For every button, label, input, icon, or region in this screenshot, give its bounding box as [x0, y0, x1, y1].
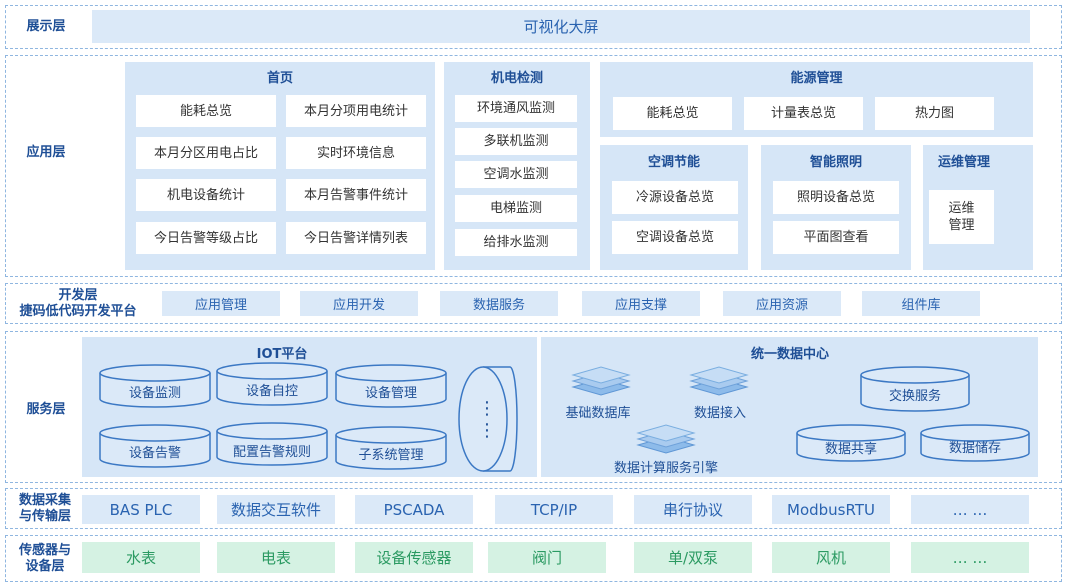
service-layer-label: 服务层: [26, 402, 66, 417]
dev-item[interactable]: 应用开发: [300, 291, 418, 316]
cylinder-icon[interactable]: [860, 366, 970, 412]
dev-layer-label-line2: 捷码低代码开发平台: [19, 304, 137, 319]
lighting-item[interactable]: 照明设备总览: [773, 181, 899, 214]
dev-item[interactable]: 应用支撑: [582, 291, 700, 316]
sensor-layer-label: 传感器与 设备层: [8, 540, 82, 578]
cylinder-icon[interactable]: [335, 364, 447, 408]
application-layer: [5, 55, 1062, 277]
home-item[interactable]: 能耗总览: [136, 95, 276, 127]
datacenter-stack-label: 数据计算服务引擎: [613, 461, 718, 476]
datacenter-cylinder-label: 数据储存: [948, 441, 1001, 456]
hvac-item[interactable]: 冷源设备总览: [612, 181, 738, 214]
cylinder-icon[interactable]: [216, 422, 328, 466]
dev-layer-label-line1: 开发层: [58, 288, 98, 303]
acquisition-item[interactable]: PSCADA: [355, 495, 473, 524]
sensor-item[interactable]: 单/双泵: [634, 542, 752, 573]
dev-item[interactable]: 应用管理: [162, 291, 280, 316]
dev-layer: [5, 283, 1062, 324]
dev-layer-label: 开发层 捷码低代码开发平台: [8, 287, 148, 321]
acquisition-item[interactable]: TCP/IP: [495, 495, 613, 524]
iot-title: IOT平台: [256, 347, 308, 362]
mep-item[interactable]: 多联机监测: [455, 128, 577, 155]
layers-stack-icon: [689, 366, 749, 396]
dev-item[interactable]: 应用资源: [723, 291, 841, 316]
ops-item[interactable]: 运维 管理: [929, 190, 994, 244]
sensor-layer-label-line2: 设备层: [25, 559, 65, 574]
acquisition-item[interactable]: … …: [911, 495, 1029, 524]
home-item[interactable]: 本月分项用电统计: [286, 95, 426, 127]
home-item[interactable]: 实时环境信息: [286, 137, 426, 169]
iot-cylinders: [99, 362, 518, 472]
iot-item: 子系统管理: [358, 448, 424, 463]
acquisition-item[interactable]: 串行协议: [634, 495, 752, 524]
layers-stack-icon: [636, 424, 696, 454]
cylinder-icon[interactable]: [99, 364, 211, 408]
more-cylinder-icon[interactable]: [458, 366, 518, 472]
cylinder-icon[interactable]: [796, 424, 906, 462]
hvac-title: 空调节能: [647, 155, 700, 170]
home-item[interactable]: 今日告警详情列表: [286, 222, 426, 254]
visual-big-screen[interactable]: 可视化大屏: [92, 10, 1030, 43]
sensor-item[interactable]: 阀门: [488, 542, 606, 573]
home-item[interactable]: 今日告警等级占比: [136, 222, 276, 254]
energy-item[interactable]: 能耗总览: [613, 97, 732, 130]
cylinder-icon[interactable]: [99, 424, 211, 468]
sensor-layer-label-line1: 传感器与: [18, 543, 71, 558]
home-item[interactable]: 本月告警事件统计: [286, 179, 426, 211]
cylinder-icon[interactable]: [335, 426, 447, 470]
energy-item[interactable]: 热力图: [875, 97, 994, 130]
ops-title: 运维管理: [937, 155, 990, 170]
ops-item-line2: 管理: [948, 218, 975, 233]
sensor-item[interactable]: 设备传感器: [355, 542, 473, 573]
dev-item[interactable]: 数据服务: [440, 291, 558, 316]
display-layer: [5, 5, 1062, 49]
lighting-item[interactable]: 平面图查看: [773, 221, 899, 254]
iot-item: 设备自控: [245, 384, 298, 399]
home-item[interactable]: 机电设备统计: [136, 179, 276, 211]
iot-item: 设备监测: [128, 386, 181, 401]
datacenter-graphics: [571, 366, 1030, 462]
home-item[interactable]: 本月分区用电占比: [136, 137, 276, 169]
sensor-item[interactable]: 电表: [217, 542, 335, 573]
display-layer-label: 展示层: [26, 19, 66, 34]
energy-item[interactable]: 计量表总览: [744, 97, 863, 130]
acquisition-layer-label-line1: 数据采集: [18, 493, 71, 508]
ops-item-line1: 运维: [948, 201, 975, 216]
iot-item: 设备告警: [128, 446, 181, 461]
service-layer: [5, 331, 1062, 483]
sensor-item[interactable]: 风机: [772, 542, 890, 573]
sensor-item[interactable]: 水表: [82, 542, 200, 573]
datacenter-cylinder-label: 交换服务: [888, 389, 941, 404]
iot-item: 设备管理: [364, 386, 417, 401]
acquisition-item[interactable]: BAS PLC: [82, 495, 200, 524]
sensor-layer: [5, 535, 1062, 582]
datacenter-cylinder-label: 数据共享: [824, 442, 877, 457]
layers-stack-icon: [571, 366, 631, 396]
home-title: 首页: [266, 71, 293, 86]
iot-more: ⋮: [478, 398, 496, 419]
cylinder-icon[interactable]: [216, 362, 328, 406]
datacenter-stack-label: 基础数据库: [565, 406, 631, 421]
mep-title: 机电检测: [490, 71, 543, 86]
energy-title: 能源管理: [790, 71, 843, 86]
acquisition-item[interactable]: ModbusRTU: [772, 495, 890, 524]
acquisition-layer-label-line2: 与传输层: [18, 509, 71, 524]
mep-item[interactable]: 环境通风监测: [455, 95, 577, 122]
application-layer-label: 应用层: [26, 145, 66, 160]
sensor-item[interactable]: … …: [911, 542, 1029, 573]
lighting-title: 智能照明: [809, 155, 862, 170]
datacenter-stack-label: 数据接入: [693, 406, 746, 421]
mep-item[interactable]: 电梯监测: [455, 195, 577, 222]
iot-item: 配置告警规则: [232, 445, 311, 460]
cylinder-icon[interactable]: [920, 424, 1030, 462]
datacenter-title: 统一数据中心: [750, 347, 829, 362]
dev-item[interactable]: 组件库: [862, 291, 980, 316]
mep-item[interactable]: 给排水监测: [455, 229, 577, 256]
acquisition-layer-label: 数据采集 与传输层: [8, 491, 82, 527]
acquisition-layer: [5, 488, 1062, 529]
acquisition-item[interactable]: 数据交互软件: [217, 495, 335, 524]
mep-item[interactable]: 空调水监测: [455, 161, 577, 188]
hvac-item[interactable]: 空调设备总览: [612, 221, 738, 254]
iot-more: ⋮: [478, 420, 496, 441]
